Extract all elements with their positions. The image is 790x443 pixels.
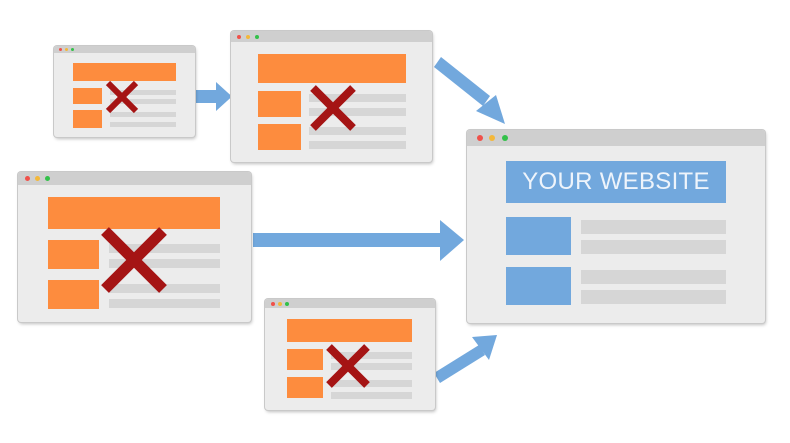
image-block [258,91,301,117]
window-titlebar [231,31,432,42]
text-line [109,284,220,293]
minimize-dot-icon [35,176,40,181]
cross-icon [101,227,167,293]
image-block [73,110,102,128]
close-dot-icon [25,176,30,181]
image-block [506,217,571,255]
cross-icon [326,344,370,388]
text-line [581,220,726,234]
close-dot-icon [477,135,483,141]
text-line [331,352,412,359]
image-block [48,280,99,309]
header-block [48,197,220,229]
close-dot-icon [237,35,241,39]
maximize-dot-icon [71,48,74,51]
image-block [258,124,301,150]
old-site-window-bottom [265,299,435,410]
image-block [73,88,102,104]
text-line [581,270,726,284]
close-dot-icon [59,48,62,51]
text-line [109,244,220,253]
arrow-down-right-icon [434,57,505,124]
window-titlebar [18,172,251,185]
text-line [309,127,406,135]
maximize-dot-icon [285,302,289,306]
maximize-dot-icon [255,35,259,39]
target-website-window: YOUR WEBSITE [467,130,765,323]
arrow-right-icon [196,82,232,111]
cross-icon [310,85,356,131]
text-line [309,108,406,116]
text-line [331,380,412,387]
minimize-dot-icon [246,35,250,39]
image-block [506,267,571,305]
close-dot-icon [271,302,275,306]
arrow-up-right-icon [434,335,497,383]
header-block [73,63,176,81]
text-line [110,99,176,104]
cross-icon [105,80,139,114]
text-line [331,363,412,370]
text-line [110,90,176,95]
minimize-dot-icon [489,135,495,141]
window-titlebar [467,130,765,146]
arrow-right-long-icon [253,220,464,261]
text-line [109,259,220,268]
image-block [287,349,323,370]
image-block [287,377,323,398]
text-line [110,122,176,127]
text-line [110,112,176,117]
window-titlebar [265,299,435,308]
old-site-window-small [54,46,195,137]
minimize-dot-icon [65,48,68,51]
text-line [581,290,726,304]
website-title: YOUR WEBSITE [522,168,710,195]
website-banner: YOUR WEBSITE [506,161,726,203]
old-site-window-large [18,172,251,322]
old-site-window-top [231,31,432,162]
text-line [109,299,220,308]
minimize-dot-icon [278,302,282,306]
header-block [258,54,406,83]
header-block [287,319,412,342]
maximize-dot-icon [45,176,50,181]
maximize-dot-icon [502,135,508,141]
window-titlebar [54,46,195,53]
image-block [48,240,99,269]
text-line [309,94,406,102]
text-line [581,240,726,254]
text-line [331,392,412,399]
text-line [309,141,406,149]
